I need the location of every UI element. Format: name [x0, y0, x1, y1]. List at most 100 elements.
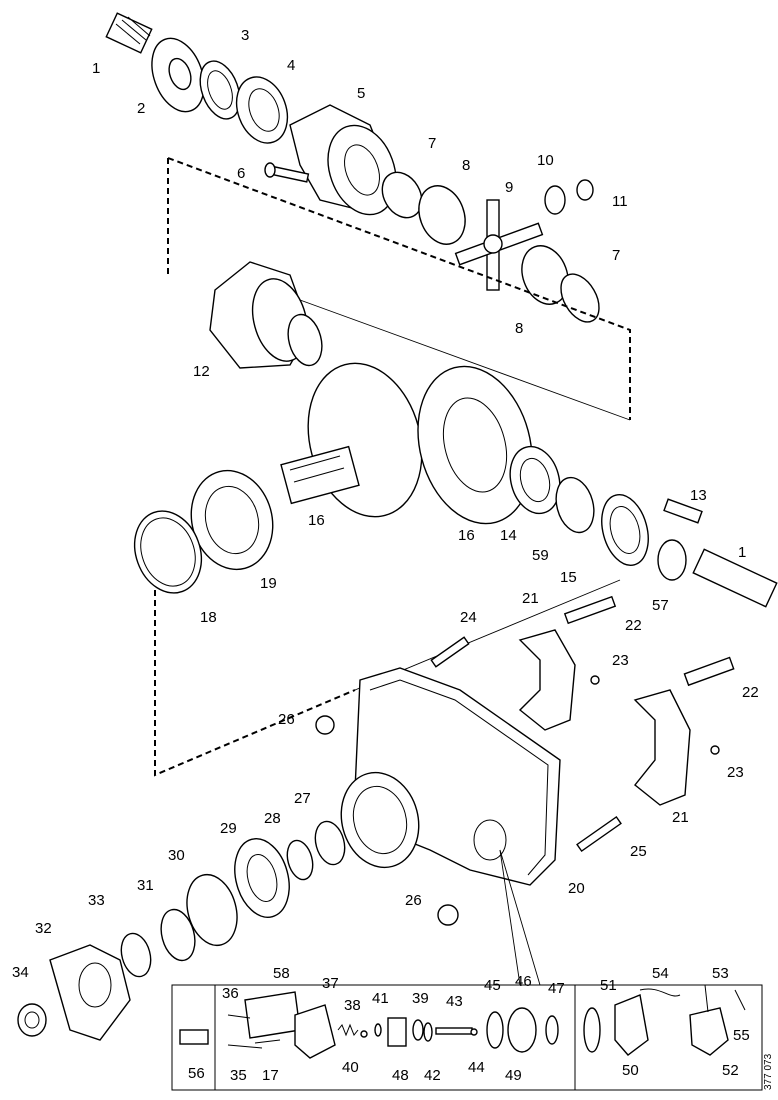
top-section	[105, 12, 778, 608]
label-22-upper: 22	[625, 617, 642, 634]
label-4: 4	[287, 57, 295, 74]
part-2-gear	[151, 37, 205, 113]
label-46: 46	[515, 973, 532, 990]
part-41-ring	[374, 1023, 382, 1037]
part-13-bolt	[663, 498, 703, 524]
part-23-pin-lower	[710, 745, 720, 755]
part-1-shaft-top	[105, 12, 153, 54]
part-11-washer	[576, 179, 594, 201]
part-1-shaft-right	[692, 548, 778, 608]
part-7-washer-upper	[381, 171, 423, 219]
label-42: 42	[424, 1067, 441, 1084]
label-29: 29	[220, 820, 237, 837]
part-22-bolt-lower	[683, 656, 735, 687]
part-26-nut-bottom	[437, 904, 459, 926]
label-59: 59	[532, 547, 549, 564]
label-7-upper: 7	[428, 135, 436, 152]
part-26-nut-top	[315, 715, 335, 735]
part-48-piston	[387, 1017, 407, 1047]
part-58-plate	[244, 991, 301, 1039]
dashed-bracket-lower	[154, 590, 356, 777]
part-42-seal	[423, 1022, 433, 1042]
part-54-wire	[639, 988, 681, 997]
part-47-oring	[545, 1015, 559, 1045]
part-12-diff-case	[209, 261, 323, 369]
part-34-nut	[17, 1003, 47, 1037]
part-36-screw	[227, 1014, 251, 1019]
inset-box	[171, 984, 763, 1091]
label-56: 56	[188, 1065, 205, 1082]
label-50: 50	[622, 1062, 639, 1079]
part-21-clamp-upper	[518, 629, 576, 731]
label-34: 34	[12, 964, 29, 981]
label-20: 20	[568, 880, 585, 897]
label-37: 37	[322, 975, 339, 992]
part-4-bearing	[235, 76, 289, 144]
part-31-seal	[160, 908, 196, 962]
part-5-diff-housing	[289, 104, 397, 216]
label-28: 28	[264, 810, 281, 827]
part-6-bolt	[264, 162, 310, 183]
part-37-housing	[294, 1004, 336, 1059]
label-27: 27	[294, 790, 311, 807]
part-20-cover	[340, 667, 561, 886]
label-19: 19	[260, 575, 277, 592]
callouts: 1 2 3 4 5 6 7 8 9 10 11 7 8 12 13 16 16 …	[12, 27, 774, 1090]
label-58: 58	[273, 965, 290, 982]
label-32: 32	[35, 920, 52, 937]
reference-number: 377 073	[763, 1053, 774, 1090]
label-10: 10	[537, 152, 554, 169]
part-16-ring-gear	[280, 362, 533, 525]
part-29-bearing	[234, 838, 290, 918]
part-9-spider	[454, 199, 544, 291]
label-36: 36	[222, 985, 239, 1002]
part-44-clip	[470, 1028, 478, 1036]
part-33-ring	[120, 932, 152, 978]
label-23-lower: 23	[727, 764, 744, 781]
label-49: 49	[505, 1067, 522, 1084]
label-21-upper: 21	[522, 590, 539, 607]
label-13: 13	[690, 487, 707, 504]
label-39: 39	[412, 990, 429, 1007]
label-18: 18	[200, 609, 217, 626]
label-17: 17	[262, 1067, 279, 1084]
part-38-spring	[337, 1023, 359, 1037]
label-9: 9	[505, 179, 513, 196]
label-6: 6	[237, 165, 245, 182]
label-33: 33	[88, 892, 105, 909]
label-11: 11	[612, 193, 628, 210]
part-53-pin	[704, 984, 709, 1013]
label-44: 44	[468, 1059, 485, 1076]
label-7-lower: 7	[612, 247, 620, 264]
label-31: 31	[137, 877, 154, 894]
label-38: 38	[344, 997, 361, 1014]
label-35: 35	[230, 1067, 247, 1084]
label-48: 48	[392, 1067, 409, 1084]
label-53: 53	[712, 965, 729, 982]
label-26-top: 26	[278, 711, 295, 728]
part-18-shim	[133, 510, 203, 594]
part-17-pin	[254, 1039, 281, 1044]
part-35-screw	[227, 1044, 263, 1049]
label-8-lower: 8	[515, 320, 523, 337]
label-23-upper: 23	[612, 652, 629, 669]
label-41: 41	[372, 990, 389, 1007]
label-2: 2	[137, 100, 145, 117]
label-52: 52	[722, 1062, 739, 1079]
part-51-fork	[614, 994, 649, 1056]
label-8-upper: 8	[462, 157, 470, 174]
part-24-stud	[430, 636, 470, 668]
label-54: 54	[652, 965, 669, 982]
label-16-right: 16	[458, 527, 475, 544]
part-46-disc	[507, 1007, 537, 1053]
part-59-coupling	[555, 476, 595, 534]
dashed-bracket-upper	[167, 157, 631, 420]
label-12: 12	[193, 363, 210, 380]
part-55-screw	[734, 989, 746, 1011]
label-16-left: 16	[308, 512, 325, 529]
part-50-ring	[583, 1007, 601, 1053]
label-5: 5	[357, 85, 365, 102]
part-22-bolt-upper	[563, 595, 617, 625]
part-15-gear-ring	[601, 494, 649, 566]
